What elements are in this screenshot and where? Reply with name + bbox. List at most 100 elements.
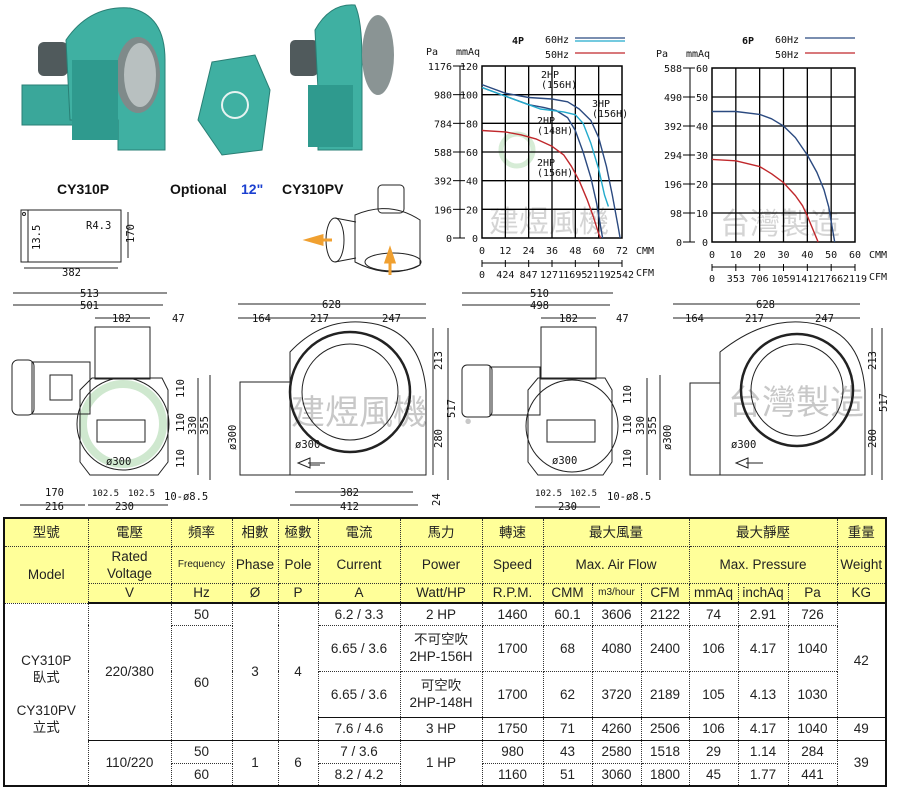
- curve-annotation: 2HP: [537, 116, 555, 127]
- inlet-arrow-icon: [383, 245, 397, 275]
- y-tick-label-pa: 588: [434, 148, 452, 159]
- power-model: 2HP-156H: [409, 649, 473, 664]
- th-model-en: Model: [3, 545, 89, 604]
- dim: 510: [530, 288, 549, 300]
- x-tick-label-cmm: 0: [479, 246, 485, 257]
- unit: CMM: [542, 582, 593, 604]
- th-frequency-zh: 頻率: [170, 517, 233, 547]
- power-note: 不可空吹: [414, 632, 468, 647]
- y-tick-label-pa: 490: [664, 93, 682, 104]
- power-cell: 3 HP: [399, 716, 483, 741]
- y-tick-label-mmaq: 40: [466, 177, 478, 188]
- x-tick-label-cfm: 706: [751, 274, 769, 285]
- cfm-cell: 2400: [640, 624, 690, 672]
- y-tick-label-mmaq: 20: [696, 180, 708, 191]
- x-tick-label-cmm: 24: [523, 246, 535, 257]
- x-tick-label-cmm: 20: [754, 250, 766, 261]
- table-row: 110/220 50 1 6 7 / 3.6 1 HP 980 43 2580 …: [4, 739, 887, 787]
- unit: inchAq: [737, 582, 789, 604]
- dim: 217: [745, 313, 764, 325]
- th-current-zh: 電流: [317, 517, 401, 547]
- series-line-2hp-156h-60hz: [481, 86, 610, 207]
- mmaq-cell: 105: [688, 670, 739, 718]
- dim: ø300: [295, 439, 320, 451]
- watermark-dot: ．: [460, 393, 494, 433]
- y-tick-label-pa: 196: [434, 205, 452, 216]
- inchaq-cell: 4.13: [737, 670, 789, 718]
- m3h-cell: 2580: [591, 739, 642, 764]
- current-cell: 7 / 3.6: [317, 739, 401, 764]
- frequency-cell: 50: [170, 602, 233, 626]
- th-speed-zh: 轉速: [481, 517, 544, 547]
- pa-cell: 441: [787, 762, 838, 787]
- view3-vertical-side: [461, 292, 661, 508]
- inchaq-cell: 1.77: [737, 762, 789, 787]
- dim: 182: [559, 313, 578, 325]
- mmaq-cell: 106: [688, 624, 739, 672]
- current-cell: 8.2 / 4.2: [317, 762, 401, 787]
- unit: m3/hour: [591, 582, 642, 604]
- cfm-cell: 2506: [640, 716, 690, 741]
- dim: 412: [340, 501, 359, 513]
- curve-annotation: 3HP: [592, 99, 610, 110]
- y-tick-label-mmaq: 100: [460, 91, 478, 102]
- power-note: 可空吹: [420, 678, 462, 693]
- dim: 102.5: [128, 489, 155, 499]
- x-tick-label-cmm: 72: [616, 246, 628, 257]
- dim: 110: [622, 415, 634, 434]
- x-tick-label-cfm: 1271: [540, 270, 564, 281]
- optional-duct-photo: [197, 54, 271, 156]
- y-tick-label-mmaq: 60: [696, 64, 708, 75]
- legend-label: 60Hz: [545, 35, 569, 46]
- dim: 102.5: [92, 489, 119, 499]
- view4-vertical-front: [673, 303, 883, 480]
- x-tick-label-cmm: 60: [849, 250, 861, 261]
- dim: ø300: [106, 456, 131, 468]
- y-tick-label-pa: 588: [664, 64, 682, 75]
- inchaq-cell: 2.91: [737, 602, 789, 626]
- y-tick-label-mmaq: 0: [472, 234, 478, 245]
- power-model: 2HP-148H: [409, 695, 473, 710]
- th-frequency-en: Frequency: [170, 545, 233, 584]
- x-tick-label-cfm: 1695: [563, 270, 587, 281]
- cfm-cell: 2122: [640, 602, 690, 626]
- view2-horizontal-front: [238, 303, 449, 506]
- watermark-chart-right: 台灣製造: [720, 207, 840, 242]
- cfm-cell: 2189: [640, 670, 690, 718]
- x-tick-label-cfm: 2542: [610, 270, 634, 281]
- rpm-cell: 1750: [481, 716, 544, 741]
- y-tick-label-mmaq: 80: [466, 119, 478, 130]
- cmm-cell: 51: [542, 762, 593, 787]
- dim: 217: [310, 313, 329, 325]
- dim: ø300: [662, 425, 674, 450]
- th-model-zh: 型號: [3, 517, 89, 547]
- rpm-cell: 980: [481, 739, 544, 764]
- y-tick-label-mmaq: 60: [466, 148, 478, 159]
- chart-4p: 0020196403926058880784100980120117600124…: [426, 35, 654, 281]
- y-tick-label-pa: 0: [446, 234, 452, 245]
- cmm-cell: 43: [542, 739, 593, 764]
- y-tick-label-mmaq: 30: [696, 151, 708, 162]
- dim: 110: [175, 449, 187, 468]
- dim: 355: [199, 416, 211, 435]
- view4-dimensions: 628 164 217 247 213 517 280 ø300 ø300: [662, 299, 890, 451]
- x-tick-label-cfm: 0: [479, 270, 485, 281]
- dim: 247: [815, 313, 834, 325]
- th-power-en: Power: [399, 545, 483, 584]
- y-tick-label-pa: 1176: [428, 62, 452, 73]
- frequency-cell: 50: [170, 739, 233, 764]
- mmaq-cell: 45: [688, 762, 739, 787]
- power-cell: 2 HP: [399, 602, 483, 626]
- power-cell: 不可空吹 2HP-156H: [399, 624, 483, 672]
- series-line-2hp-156h-50hz: [481, 129, 602, 239]
- pa-cell: 1040: [787, 624, 838, 672]
- m3h-cell: 3606: [591, 602, 642, 626]
- dim: 628: [322, 299, 341, 311]
- dim: 628: [756, 299, 775, 311]
- rpm-cell: 1160: [481, 762, 544, 787]
- dim: 513: [80, 288, 99, 300]
- current-cell: 6.2 / 3.3: [317, 602, 401, 626]
- mmaq-cell: 106: [688, 716, 739, 741]
- dim: 213: [433, 351, 445, 370]
- th-pole-en: Pole: [277, 545, 319, 584]
